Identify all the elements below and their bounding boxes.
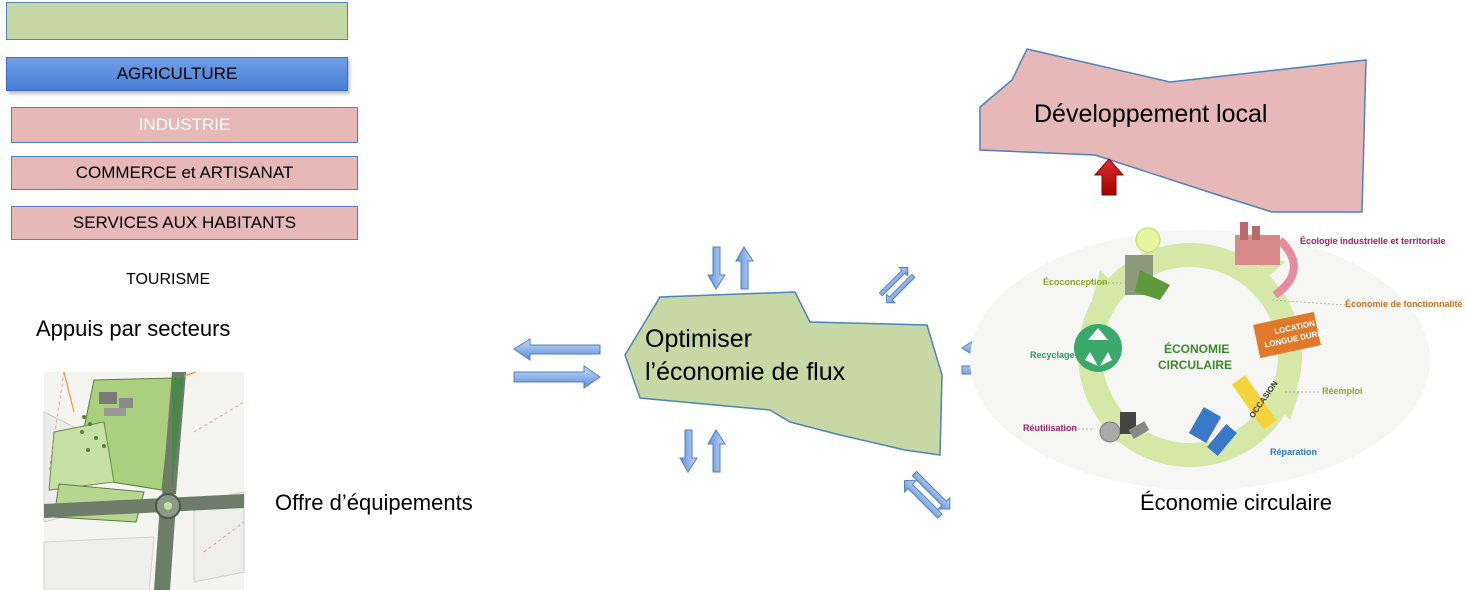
arrow-right-2 <box>961 360 999 380</box>
stage-reemploi: Réemploi <box>1322 386 1363 396</box>
stage-fonctionnalite: Économie de fonctionnalité <box>1345 299 1463 309</box>
center-line2: l’économie de flux <box>645 358 846 386</box>
local-shape <box>979 48 1367 213</box>
center-shape <box>624 291 943 456</box>
center-line1: Optimiser <box>645 325 752 353</box>
sector-industrie: INDUSTRIE <box>11 107 358 143</box>
sectors-caption: Appuis par secteurs <box>36 316 231 341</box>
arrow-left-2 <box>961 338 999 358</box>
sector-services: SERVICES AUX HABITANTS <box>11 206 358 240</box>
equipment-caption: Offre d’équipements <box>275 490 473 515</box>
hub-line2: CIRCULAIRE <box>1158 358 1232 372</box>
stage-reparation: Réparation <box>1270 447 1318 457</box>
sector-agriculture: AGRICULTURE <box>6 57 348 91</box>
arrow-up-bottom <box>707 429 726 473</box>
hub-line1: ÉCONOMIE <box>1164 342 1230 356</box>
red-up-arrow <box>1093 158 1125 196</box>
stage-recyclage: Recyclage <box>1030 350 1075 360</box>
stage-ecoconception: Écoconception <box>1043 277 1108 287</box>
stage-reutilisation: Réutilisation <box>1023 423 1078 433</box>
local-label: Développement local <box>1034 100 1268 128</box>
circular-caption: Économie circulaire <box>1140 490 1332 515</box>
arrow-down-bottom <box>679 429 698 473</box>
sector-tourisme: TOURISME <box>126 271 211 288</box>
arrow-up-top <box>735 246 754 290</box>
arrow-left-1 <box>513 338 601 361</box>
sector-header-box <box>6 2 348 40</box>
stage-ecologie: Écologie industrielle et territoriale <box>1300 236 1446 246</box>
sector-commerce: COMMERCE et ARTISANAT <box>11 156 358 190</box>
arrow-right-1 <box>513 365 601 389</box>
arrow-down-top <box>707 246 726 290</box>
